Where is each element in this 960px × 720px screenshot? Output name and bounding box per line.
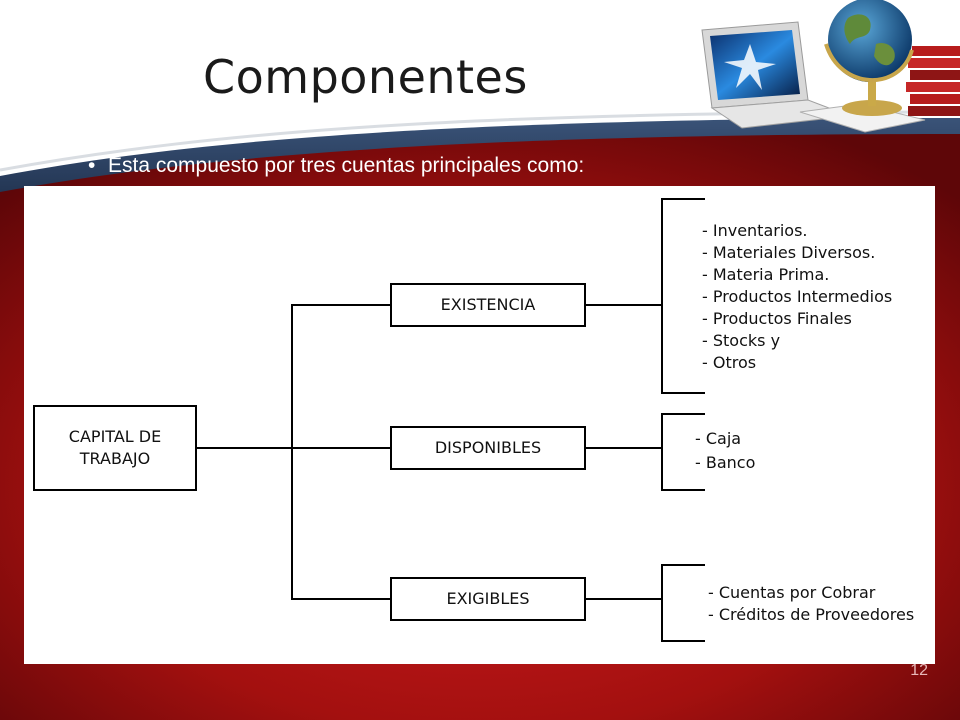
list-item: - Materiales Diversos. <box>702 243 876 262</box>
bracket-exigibles-bottom <box>661 640 705 642</box>
list-item: - Productos Finales <box>702 309 852 328</box>
branch-label: EXIGIBLES <box>446 588 530 608</box>
root-label: CAPITAL DE TRABAJO <box>68 426 162 468</box>
page-number: 12 <box>910 662 928 679</box>
bullet-text: Esta compuesto por tres cuentas principa… <box>108 154 585 177</box>
bracket-disponibles-top <box>661 413 705 415</box>
branch-node-disponibles: DISPONIBLES <box>390 426 586 470</box>
disponibles-items: - Caja - Banco <box>695 427 755 475</box>
bracket-disponibles-bottom <box>661 489 705 491</box>
slide-title: Componentes <box>203 50 528 104</box>
list-item: - Créditos de Proveedores <box>708 605 915 624</box>
bracket-existencia-top <box>661 198 705 200</box>
list-item: - Banco <box>695 453 756 472</box>
connector-root <box>197 447 391 449</box>
bracket-existencia-vertical <box>661 198 663 394</box>
connector-exigibles <box>586 598 662 600</box>
list-item: - Inventarios. <box>702 221 808 240</box>
bracket-existencia-bottom <box>661 392 705 394</box>
branch-label: DISPONIBLES <box>434 437 542 457</box>
exigibles-items: - Cuentas por Cobrar - Créditos de Prove… <box>708 582 914 626</box>
globe-icon <box>824 0 914 116</box>
decorative-art <box>701 0 960 133</box>
list-item: - Cuentas por Cobrar <box>708 583 876 602</box>
connector-trunk <box>291 304 293 600</box>
list-item: - Otros <box>702 353 757 372</box>
connector-existencia <box>586 304 662 306</box>
bullet-marker: • <box>88 154 96 177</box>
list-item: - Stocks y <box>702 331 781 350</box>
list-item: - Materia Prima. <box>702 265 830 284</box>
list-item: - Caja <box>695 429 742 448</box>
connector-top <box>291 304 391 306</box>
branch-label: EXISTENCIA <box>440 294 536 314</box>
list-item: - Productos Intermedios <box>702 287 893 306</box>
bullet-item: • Esta compuesto por tres cuentas princip… <box>88 154 584 178</box>
root-node: CAPITAL DE TRABAJO <box>33 405 197 491</box>
branch-node-exigibles: EXIGIBLES <box>390 577 586 621</box>
org-diagram: CAPITAL DE TRABAJO EXISTENCIA DISPONIBLE… <box>24 186 935 664</box>
connector-bottom <box>291 598 391 600</box>
bracket-exigibles-top <box>661 564 705 566</box>
connector-disponibles <box>586 447 662 449</box>
bracket-exigibles-vertical <box>661 564 663 642</box>
existencia-items: - Inventarios. - Materiales Diversos. - … <box>702 220 892 374</box>
branch-node-existencia: EXISTENCIA <box>390 283 586 327</box>
books-icon <box>799 46 960 133</box>
bracket-disponibles-vertical <box>661 413 663 491</box>
